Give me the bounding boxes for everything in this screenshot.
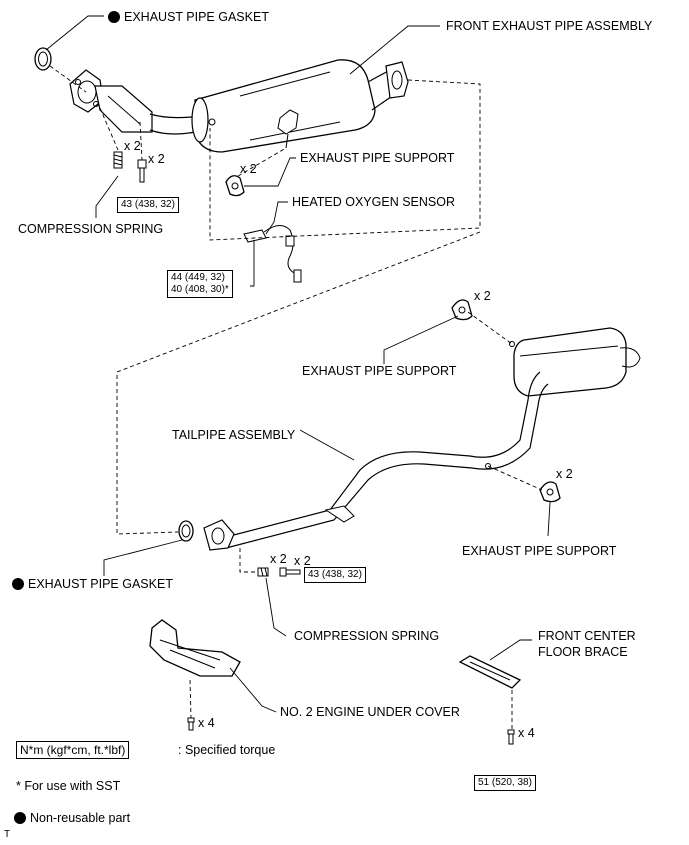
assembly-dashed-lines — [49, 65, 543, 730]
legend-nonreusable: Non-reusable part — [14, 811, 130, 825]
sensor-boss — [208, 118, 216, 126]
front-center-floor-brace — [458, 655, 522, 689]
tailpipe-bracket — [324, 505, 355, 523]
flange-bolt-bottom — [279, 567, 301, 577]
label-front-pipe: FRONT EXHAUST PIPE ASSEMBLY — [446, 19, 653, 33]
label-gasket-bottom: EXHAUST PIPE GASKET — [12, 577, 173, 591]
tailpipe-hanger-pin-1 — [509, 341, 515, 347]
exhaust-pipe-gasket-bottom — [178, 520, 194, 542]
legend-torque-desc: : Specified torque — [178, 743, 276, 757]
nonreusable-dot-icon — [14, 812, 26, 824]
label-floor-brace-2: FLOOR BRACE — [538, 645, 628, 659]
qty-support-2: x 2 — [474, 289, 491, 303]
exhaust-pipe-gasket-top — [34, 47, 52, 71]
tailpipe-tube — [221, 371, 549, 549]
label-oxygen-sensor: HEATED OXYGEN SENSOR — [292, 195, 455, 209]
compression-spring-bottom — [257, 567, 269, 577]
label-support-1: EXHAUST PIPE SUPPORT — [300, 151, 455, 165]
exhaust-pipe-support-3 — [539, 481, 561, 503]
corner-mark: T — [4, 829, 11, 840]
tailpipe-hanger-pin-2 — [485, 463, 491, 469]
qty-cover-bolt: x 4 — [198, 716, 215, 730]
nonreusable-dot-icon — [108, 11, 120, 23]
label-under-cover: NO. 2 ENGINE UNDER COVER — [280, 705, 460, 719]
qty-spring-bottom: x 2 — [270, 552, 287, 566]
leader-lines — [45, 15, 551, 713]
legend-nonreusable-text: Non-reusable part — [30, 811, 131, 825]
torque-sensor-line1: 44 (449, 32) — [171, 272, 225, 283]
no2-engine-under-cover — [149, 619, 241, 677]
qty-spring-top: x 2 — [124, 139, 141, 153]
torque-box-sensor: 44 (449, 32) 40 (408, 30)* — [167, 270, 233, 298]
torque-box-brace: 51 (520, 38) — [474, 775, 536, 791]
catalytic-converter — [94, 85, 153, 133]
muffler-hanger-bracket — [277, 109, 299, 149]
legend-sst-note: * For use with SST — [16, 779, 121, 793]
rear-muffler — [513, 327, 641, 397]
qty-brace-bolt: x 4 — [518, 726, 535, 740]
label-tailpipe: TAILPIPE ASSEMBLY — [172, 428, 296, 442]
legend-torque-box: N*m (kgf*cm, ft.*lbf) — [16, 741, 130, 759]
compression-spring-top — [113, 151, 123, 169]
torque-sensor-line2: 40 (408, 30)* — [171, 284, 229, 295]
label-gasket-top: EXHAUST PIPE GASKET — [108, 10, 269, 24]
front-pipe-flange — [69, 69, 104, 113]
torque-box-flange-top: 43 (438, 32) — [117, 197, 179, 213]
label-gasket-top-text: EXHAUST PIPE GASKET — [124, 10, 269, 24]
torque-box-flange-bottom: 43 (438, 32) — [304, 567, 366, 583]
label-support-3: EXHAUST PIPE SUPPORT — [462, 544, 617, 558]
exhaust-pipe-support-2 — [451, 299, 473, 321]
front-muffler — [191, 59, 376, 153]
tailpipe-front-flange — [203, 519, 235, 551]
flange-bolt-top — [137, 159, 147, 183]
label-spring-bottom: COMPRESSION SPRING — [294, 629, 440, 643]
front-pipe-rear-flange — [385, 61, 409, 99]
qty-support-1: x 2 — [240, 162, 257, 176]
cover-bolt — [187, 717, 195, 731]
qty-bolt-bottom: x 2 — [294, 554, 311, 568]
brace-bolt — [507, 729, 515, 745]
label-gasket-bottom-text: EXHAUST PIPE GASKET — [28, 577, 173, 591]
qty-support-3: x 2 — [556, 467, 573, 481]
exhaust-pipe-support-1 — [225, 175, 245, 197]
label-spring-top: COMPRESSION SPRING — [18, 222, 164, 236]
label-floor-brace-1: FRONT CENTER — [538, 629, 636, 643]
label-support-2: EXHAUST PIPE SUPPORT — [302, 364, 457, 378]
qty-bolt-top: x 2 — [148, 152, 165, 166]
heated-oxygen-sensor — [243, 225, 302, 283]
nonreusable-dot-icon — [12, 578, 24, 590]
